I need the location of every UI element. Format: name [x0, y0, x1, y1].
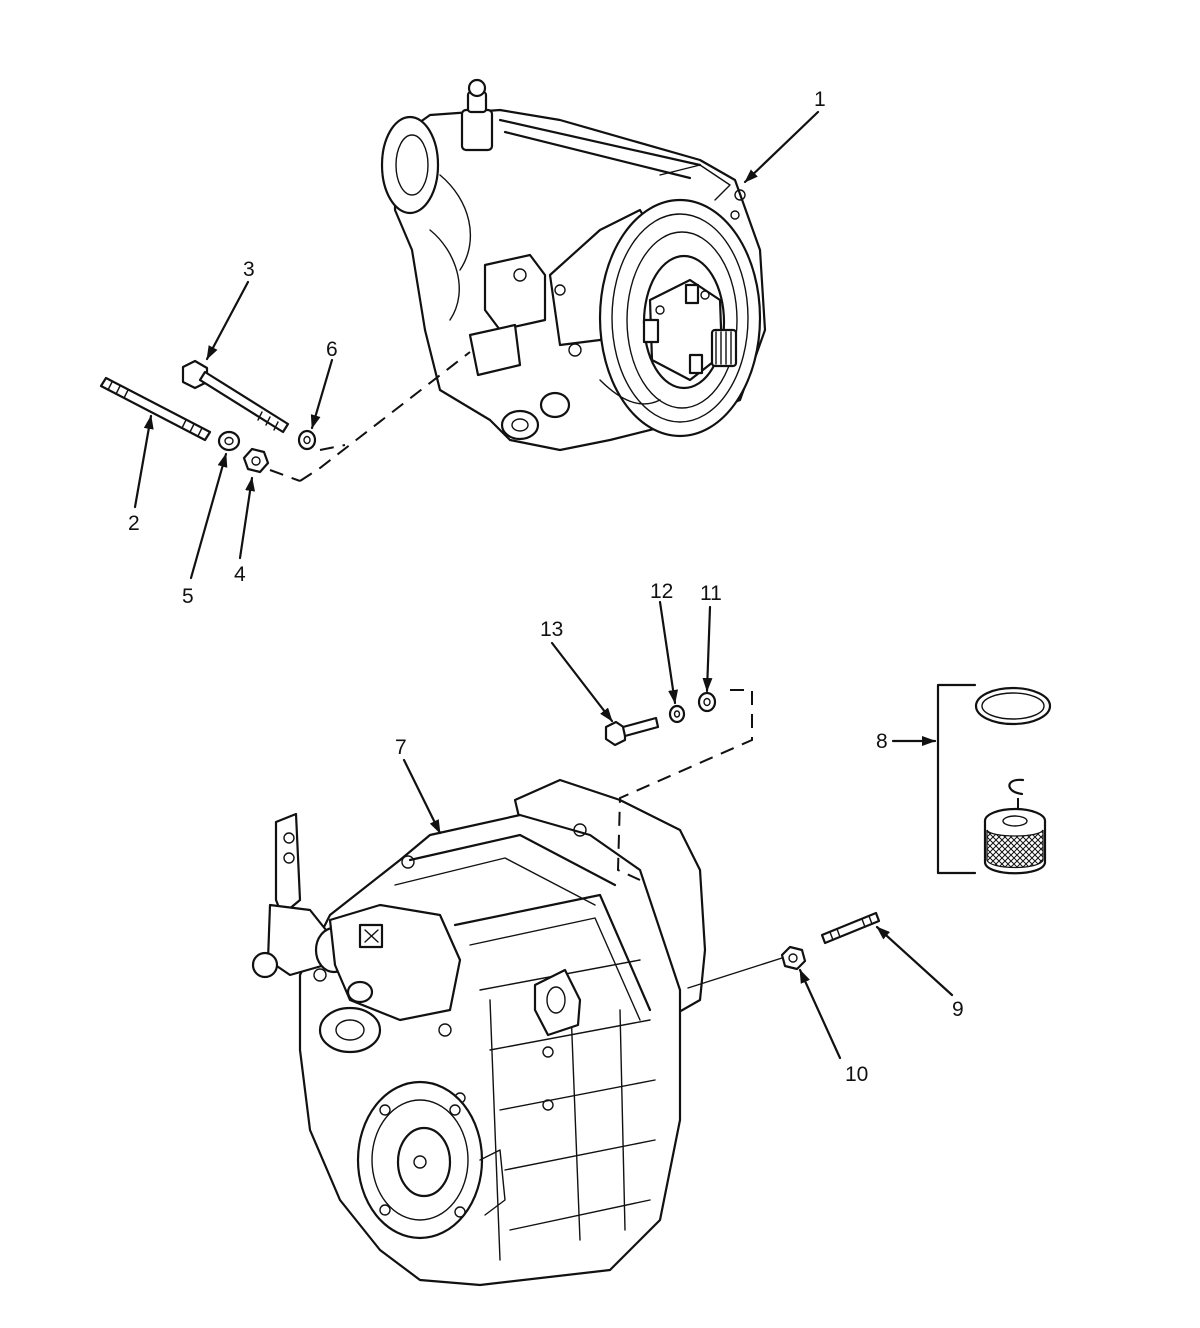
callout-8: 8 — [876, 730, 888, 753]
callout-5: 5 — [182, 585, 194, 608]
callout-1: 1 — [814, 88, 826, 111]
callout-labels: 1 2 3 4 5 6 7 8 9 10 11 12 13 — [128, 88, 964, 1086]
callout-9: 9 — [952, 998, 964, 1021]
callout-3: 3 — [243, 258, 255, 281]
filter-kit-part-8 — [936, 683, 1052, 875]
callout-13: 13 — [540, 618, 563, 641]
capscrew-part-13 — [604, 716, 660, 747]
washer-part-5 — [217, 430, 241, 452]
nut-part-4 — [242, 447, 270, 474]
callout-7: 7 — [395, 736, 407, 759]
nut-part-10 — [780, 945, 807, 971]
assembly-lines — [269, 351, 783, 989]
callout-2: 2 — [128, 512, 140, 535]
callout-6: 6 — [326, 338, 338, 361]
upper-transmission-assembly — [380, 78, 767, 452]
stud-part-9 — [820, 911, 881, 945]
lockwasher-part-12 — [668, 704, 686, 724]
bolt-part-3 — [181, 359, 290, 434]
callout-4: 4 — [234, 563, 246, 586]
leader-arrows — [133, 110, 954, 1060]
stud-part-2 — [99, 376, 212, 442]
callout-12: 12 — [650, 580, 673, 603]
lower-transmission-assembly — [251, 778, 707, 1287]
lockwasher-part-6 — [297, 429, 317, 451]
callout-10: 10 — [845, 1063, 868, 1086]
washer-part-11 — [697, 691, 717, 713]
callout-11: 11 — [700, 582, 722, 605]
